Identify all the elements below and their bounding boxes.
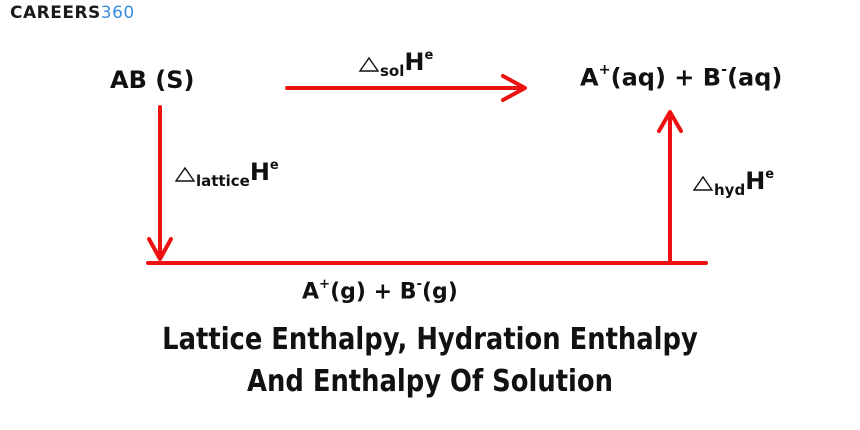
solution-enthalpy-label: solHe xyxy=(358,48,433,80)
page-title-line-1: Lattice Enthalpy, Hydration Enthalpy xyxy=(162,322,698,357)
gas-cation-charge: + xyxy=(319,277,331,292)
gaseous-ions-node: A+(g) + B-(g) xyxy=(302,277,458,305)
standard-superscript: e xyxy=(424,48,434,63)
enthalpy-symbol: H xyxy=(249,158,270,186)
solution-arrow-head xyxy=(501,74,527,102)
hydration-arrow-head xyxy=(657,110,683,133)
anion-state-text: (aq) xyxy=(727,63,783,92)
hydration-enthalpy-label: hydHe xyxy=(692,167,774,199)
delta-triangle-icon xyxy=(174,166,196,182)
anion-charge: - xyxy=(721,62,728,78)
delta-triangle-icon xyxy=(692,175,714,191)
lattice-enthalpy-label: latticeHe xyxy=(174,158,279,190)
delta-triangle-icon xyxy=(358,56,380,72)
gas-anion-state-text: (g) xyxy=(421,279,458,305)
reactant-label: AB (S) xyxy=(110,66,195,94)
lattice-arrow-head xyxy=(147,237,173,261)
logo-number: 360 xyxy=(100,3,135,23)
logo-text: CAREERS xyxy=(10,3,101,23)
lattice-subscript: lattice xyxy=(196,172,250,190)
aqueous-ions-node: A+(aq) + B-(aq) xyxy=(580,62,782,92)
cation-symbol: A xyxy=(580,63,599,92)
aqueous-state-text: (aq) + B xyxy=(610,63,722,92)
enthalpy-symbol: H xyxy=(745,167,766,195)
cation-charge: + xyxy=(598,62,611,78)
careers360-logo: CAREERS360 xyxy=(10,3,135,23)
gas-anion-charge: - xyxy=(416,277,422,292)
standard-superscript: e xyxy=(765,167,775,182)
enthalpy-symbol: H xyxy=(404,48,425,76)
hyd-subscript: hyd xyxy=(714,181,746,199)
standard-superscript: e xyxy=(269,158,279,173)
page-title-line-2: And Enthalpy Of Solution xyxy=(247,364,613,399)
gas-cation-symbol: A xyxy=(302,279,320,305)
gas-state-text: (g) + B xyxy=(330,279,417,305)
sol-subscript: sol xyxy=(380,62,405,80)
reactant-node: AB (S) xyxy=(110,66,194,94)
